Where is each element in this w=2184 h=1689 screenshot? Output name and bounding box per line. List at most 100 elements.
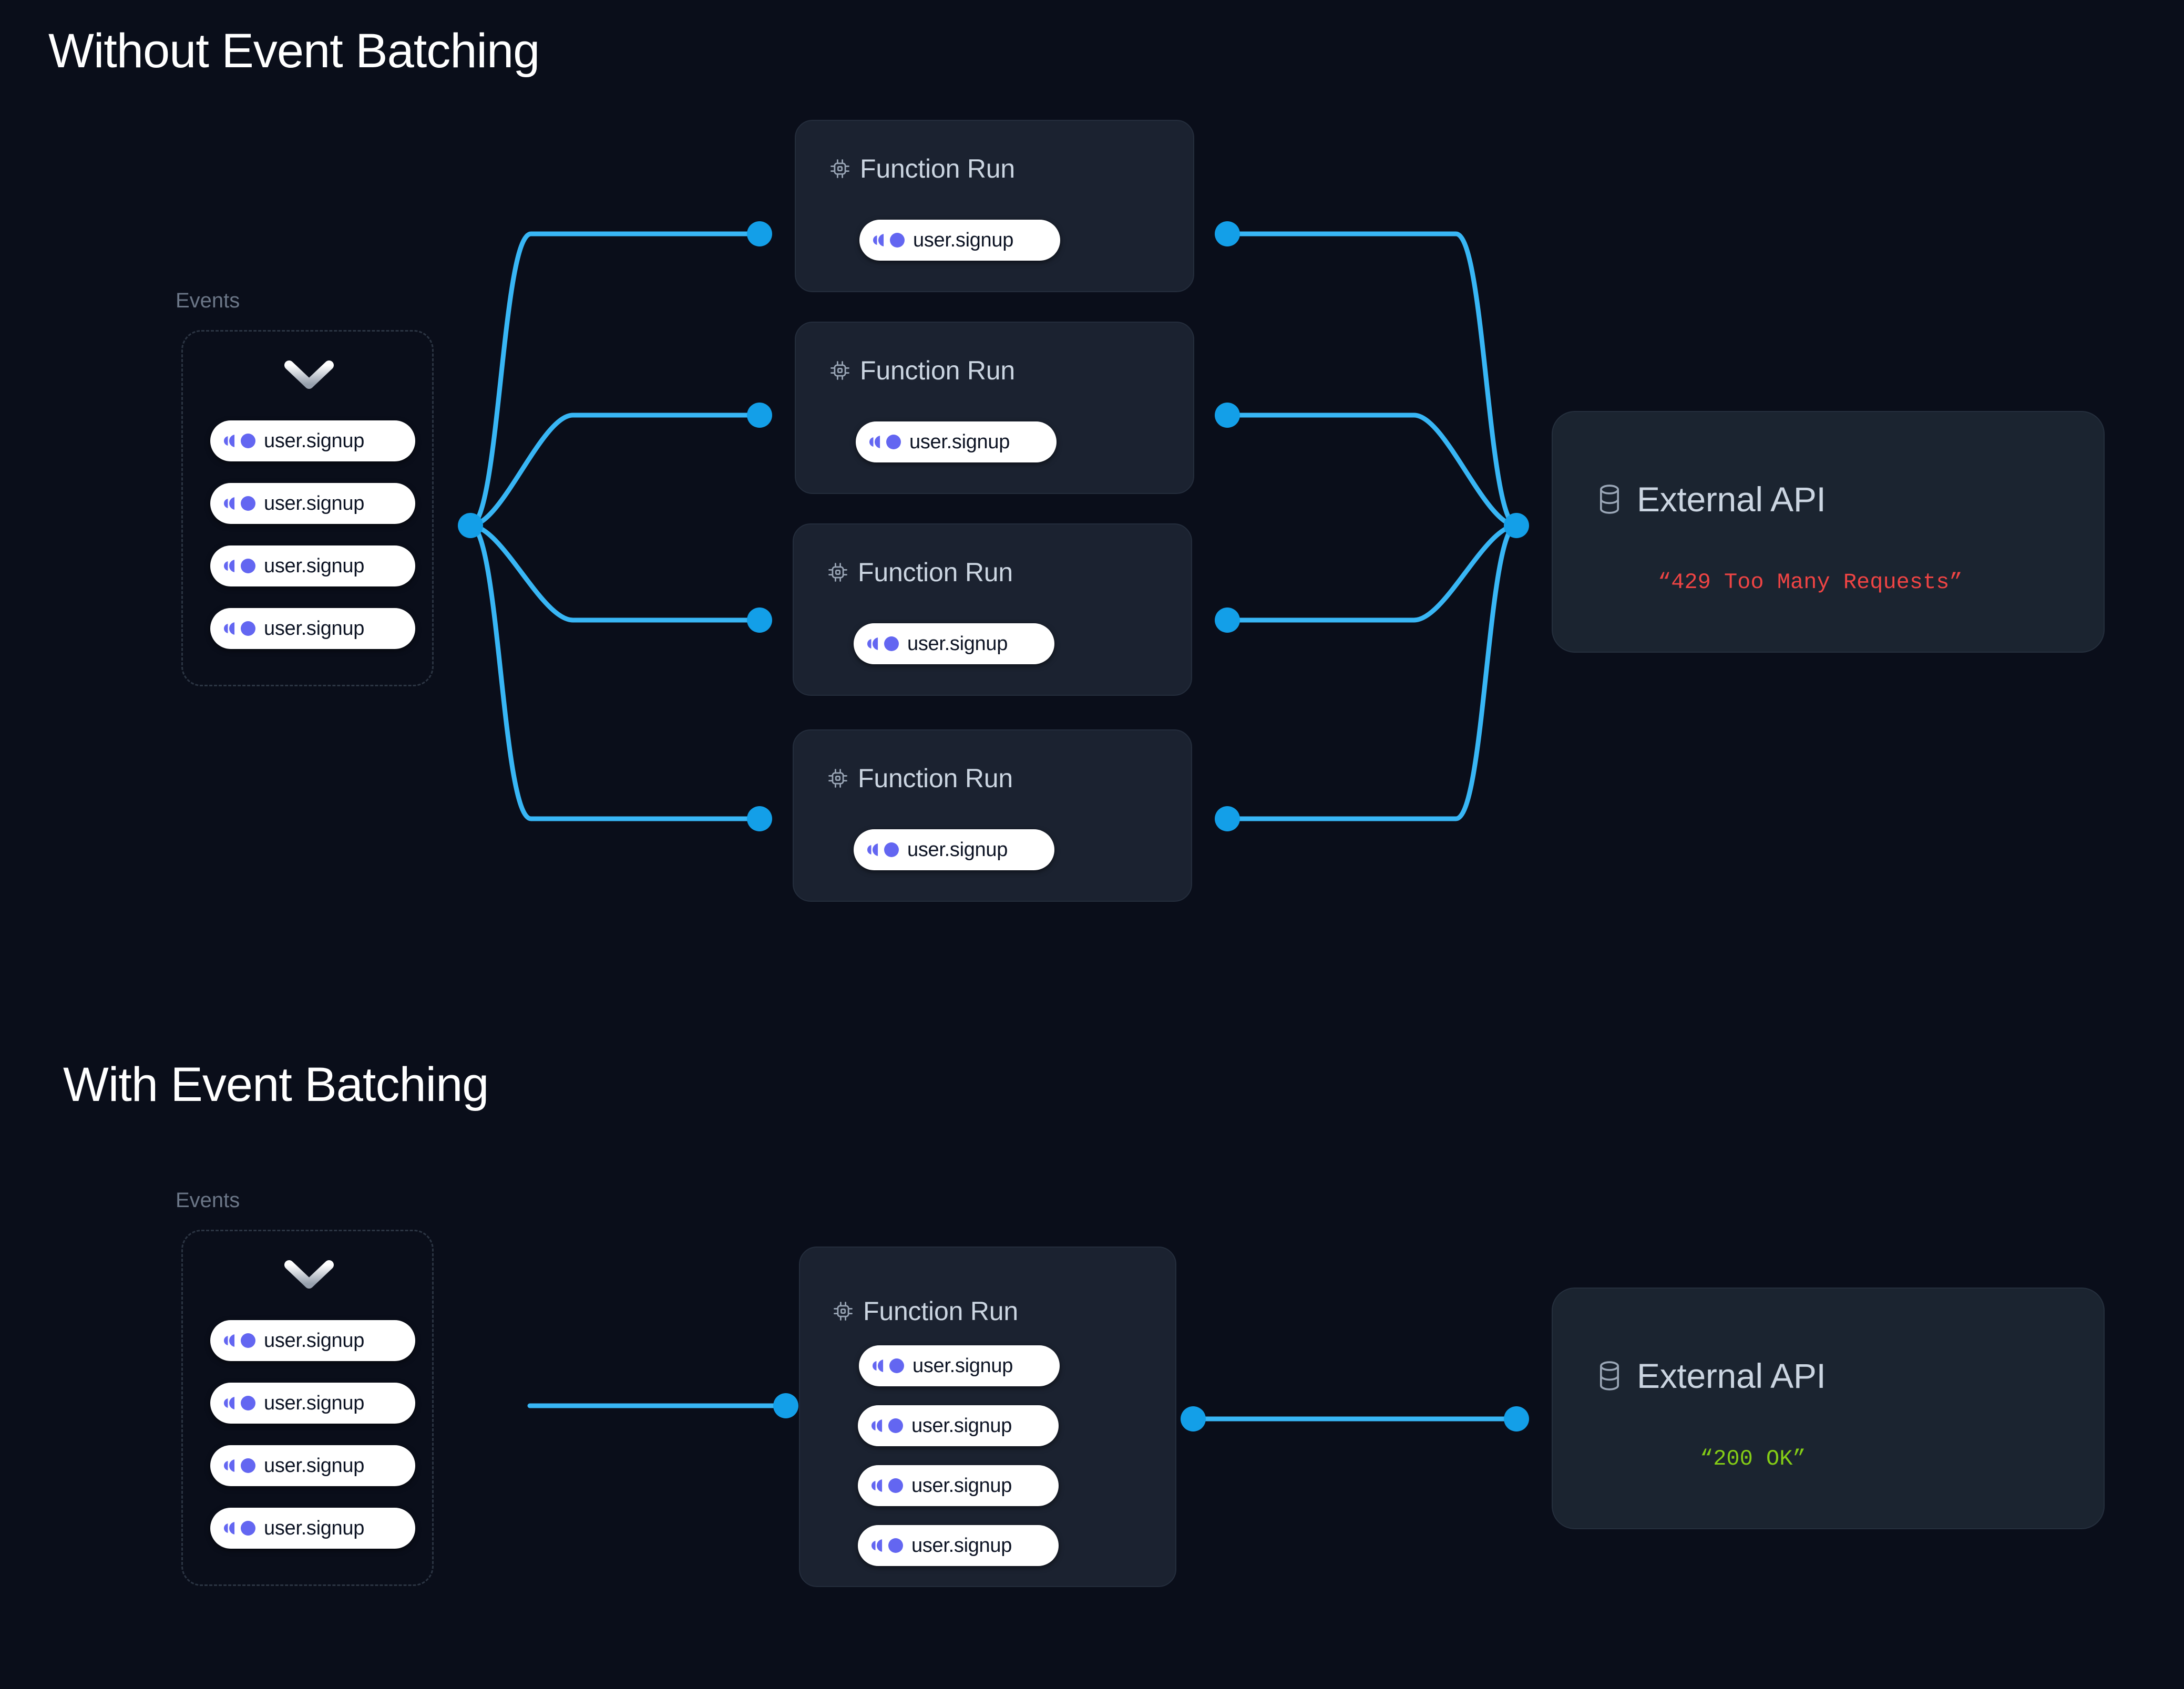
function-run-card-batched[interactable]: Function Run user.signup user.signup use… <box>799 1247 1176 1587</box>
event-pill-label: user.signup <box>264 1392 365 1414</box>
event-pill-label: user.signup <box>911 1474 1012 1497</box>
events-group-without-batching <box>181 330 434 686</box>
function-run-event-pill[interactable]: user.signup <box>858 1465 1059 1506</box>
external-api-title: External API <box>1637 1356 1826 1395</box>
wire-fn-4-to-api <box>1225 523 1519 821</box>
connector-node-fn-2-out <box>1215 403 1240 428</box>
event-pill[interactable]: user.signup <box>210 1383 415 1424</box>
event-pill-label: user.signup <box>907 838 1008 861</box>
event-motion-icon <box>224 433 255 449</box>
database-icon <box>1600 1361 1619 1391</box>
event-pill[interactable]: user.signup <box>210 483 415 524</box>
event-motion-icon <box>867 842 899 858</box>
event-pill[interactable]: user.signup <box>210 1320 415 1361</box>
function-run-card[interactable]: Function Run user.signup <box>795 120 1194 292</box>
event-pill-label: user.signup <box>264 1517 365 1539</box>
event-pill-label: user.signup <box>264 554 365 577</box>
event-pill[interactable]: user.signup <box>210 420 415 461</box>
function-run-event-pill[interactable]: user.signup <box>856 421 1057 462</box>
event-pill-label: user.signup <box>264 492 365 514</box>
connector-node-fn-3-out <box>1215 607 1240 633</box>
wire-hub-to-fn-4 <box>468 523 762 821</box>
wire-fn-3-to-api <box>1225 523 1519 623</box>
event-pill-label: user.signup <box>907 632 1008 655</box>
function-run-event-pill[interactable]: user.signup <box>859 220 1060 261</box>
connector-node-fn-2-in <box>747 403 772 428</box>
event-motion-icon <box>224 1520 255 1536</box>
function-run-event-pill[interactable]: user.signup <box>854 829 1054 870</box>
event-motion-icon <box>224 1333 255 1348</box>
wire-hub-to-fn-1 <box>468 231 762 528</box>
wire-hub-to-fn-3 <box>468 523 762 623</box>
function-run-event-pill[interactable]: user.signup <box>858 1405 1059 1446</box>
function-run-title: Function Run <box>860 154 1015 183</box>
event-pill-label: user.signup <box>264 1454 365 1477</box>
function-run-title: Function Run <box>858 764 1013 793</box>
function-run-card[interactable]: Function Run user.signup <box>793 729 1192 902</box>
event-pill-label: user.signup <box>911 1534 1012 1557</box>
connector-node-fn-1-out <box>1215 221 1240 246</box>
events-label-top: Events <box>176 289 240 312</box>
section-title-without-batching: Without Event Batching <box>48 24 540 78</box>
function-run-title: Function Run <box>858 558 1013 587</box>
connector-node-fn-4-out <box>1215 806 1240 831</box>
event-pill[interactable]: user.signup <box>210 608 415 649</box>
event-motion-icon <box>224 1458 255 1474</box>
connector-node-fn-batch-in <box>773 1393 798 1418</box>
function-run-event-pill[interactable]: user.signup <box>858 1525 1059 1566</box>
event-motion-icon <box>867 636 899 652</box>
connector-node-fn-4-in <box>747 806 772 831</box>
event-pill-label: user.signup <box>909 430 1010 453</box>
event-motion-icon <box>871 1478 903 1494</box>
wire-hub-to-fn-2 <box>468 413 762 528</box>
event-motion-icon <box>873 232 905 248</box>
chevron-down-icon <box>284 1260 334 1289</box>
event-pill-label: user.signup <box>911 1414 1012 1437</box>
external-api-card[interactable]: External API “200 OK” <box>1552 1288 2105 1529</box>
chevron-down-icon <box>284 361 334 389</box>
function-run-card[interactable]: Function Run user.signup <box>793 523 1192 696</box>
section-title-with-batching: With Event Batching <box>63 1058 489 1111</box>
function-run-event-pill[interactable]: user.signup <box>854 623 1054 664</box>
api-status-badge: “429 Too Many Requests” <box>1658 570 1963 595</box>
event-pill-label: user.signup <box>264 429 365 452</box>
connector-node-fn-3-in <box>747 607 772 633</box>
event-motion-icon <box>224 621 255 636</box>
cpu-chip-icon <box>830 159 849 178</box>
event-motion-icon <box>224 1395 255 1411</box>
event-motion-icon <box>224 496 255 511</box>
event-motion-icon <box>869 434 901 450</box>
wire-fn-2-to-api <box>1225 413 1519 528</box>
connector-node-fn-batch-out <box>1181 1406 1206 1431</box>
connector-node-api-batch-in <box>1504 1406 1529 1431</box>
function-run-title: Function Run <box>860 356 1015 385</box>
cpu-chip-icon <box>834 1302 853 1321</box>
external-api-card[interactable]: External API “429 Too Many Requests” <box>1552 411 2105 653</box>
event-pill[interactable]: user.signup <box>210 1508 415 1549</box>
cpu-chip-icon <box>828 769 847 788</box>
event-pill[interactable]: user.signup <box>210 1445 415 1486</box>
event-pill-label: user.signup <box>264 617 365 640</box>
event-pill-label: user.signup <box>912 1354 1013 1377</box>
event-motion-icon <box>871 1418 903 1434</box>
event-pill-label: user.signup <box>913 229 1014 251</box>
function-run-card[interactable]: Function Run user.signup <box>795 322 1194 494</box>
function-run-event-pill[interactable]: user.signup <box>859 1345 1060 1386</box>
cpu-chip-icon <box>830 361 849 380</box>
event-motion-icon <box>224 558 255 574</box>
connector-node-api-hub <box>1504 513 1529 538</box>
external-api-title: External API <box>1637 480 1826 519</box>
database-icon <box>1600 485 1619 514</box>
connector-node-fn-1-in <box>747 221 772 246</box>
event-pill-label: user.signup <box>264 1329 365 1352</box>
event-motion-icon <box>873 1358 904 1374</box>
events-label-bottom: Events <box>176 1189 240 1212</box>
function-run-title: Function Run <box>863 1296 1018 1326</box>
api-status-badge: “200 OK” <box>1700 1446 1806 1471</box>
event-motion-icon <box>871 1538 903 1553</box>
wire-fn-1-to-api <box>1225 231 1519 528</box>
connector-node-source-hub <box>458 513 483 538</box>
event-pill[interactable]: user.signup <box>210 545 415 586</box>
events-group-with-batching <box>181 1230 434 1586</box>
